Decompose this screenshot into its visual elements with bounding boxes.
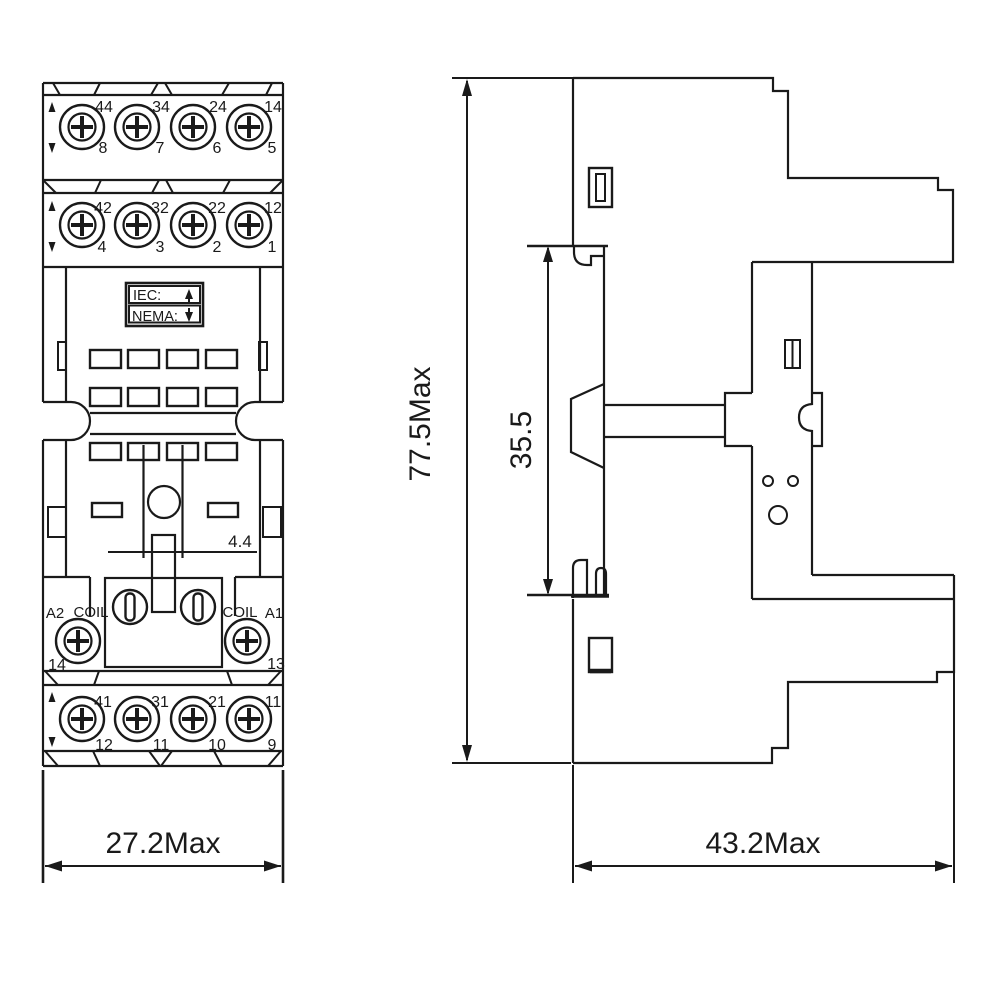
contact-label: 32 <box>151 200 169 217</box>
dim-label-front-width: 27.2Max <box>105 827 220 860</box>
coil-area-lines <box>43 575 283 616</box>
down-arrow-icon <box>48 737 56 747</box>
row-marker-arrows <box>48 102 56 747</box>
contact-label: 34 <box>152 99 170 116</box>
pin-label: 9 <box>268 737 277 754</box>
center-opening <box>103 576 224 669</box>
dim-label-rail-channel: 35.5 <box>505 411 538 469</box>
slot-dimension-label: 4.4 <box>228 532 252 551</box>
slot-screw <box>179 588 217 626</box>
mounting-hole <box>768 505 788 525</box>
standard-label-nema: NEMA: <box>132 309 178 325</box>
waist-channel <box>90 411 236 436</box>
latch-window-top <box>587 166 614 209</box>
contact-label: 42 <box>94 200 112 217</box>
slider-notch <box>797 393 814 446</box>
coil-pin-label: 13 <box>267 656 285 673</box>
dim-overall-height: 77.5Max <box>404 77 573 764</box>
coil-label: COIL <box>222 604 257 621</box>
standard-label-iec: IEC: <box>133 288 161 304</box>
pin-label: 2 <box>213 239 222 256</box>
contact-label: 22 <box>208 200 226 217</box>
pin-label: 10 <box>208 737 226 754</box>
wall-window <box>47 506 67 538</box>
dim-front-width: 27.2Max <box>41 770 285 883</box>
ejector-tab <box>150 533 177 614</box>
rail-top-hook <box>572 247 604 267</box>
pin-label: 4 <box>98 239 107 256</box>
slot-guide-lines <box>142 445 184 558</box>
pin-label: 12 <box>95 737 113 754</box>
base-shelf <box>752 573 954 601</box>
front-outline <box>41 81 285 768</box>
front-separators <box>43 93 283 753</box>
pilot-hole <box>762 475 774 487</box>
wall-window <box>258 341 268 371</box>
up-arrow-icon <box>48 201 56 211</box>
contact-label: 24 <box>209 99 227 116</box>
rail-release-clip <box>569 382 605 469</box>
waist-notch-right <box>234 400 283 442</box>
down-arrow-icon <box>48 143 56 153</box>
contact-label: 11 <box>265 694 282 711</box>
clip-pin-bar <box>604 403 725 439</box>
standards-box <box>124 281 205 328</box>
latch-window-bottom <box>587 636 614 674</box>
column-edges <box>750 262 814 599</box>
contact-label: 44 <box>95 99 113 116</box>
nema-down-arrow-icon <box>185 312 193 322</box>
pin-label: 5 <box>268 140 277 157</box>
center-hole <box>146 484 182 520</box>
pin-label: 11 <box>153 737 170 754</box>
coil-terminal-a1: A1 <box>265 605 283 622</box>
coil-terminal-a2: A2 <box>46 605 64 622</box>
contact-label: 21 <box>208 694 226 711</box>
side-bottom-staircase <box>573 575 956 765</box>
coil-pin-label: 14 <box>48 657 66 674</box>
dim-rail-channel: 35.5 <box>505 244 609 597</box>
side-top-outline <box>573 76 955 264</box>
contact-label: 41 <box>94 694 112 711</box>
dim-side-width: 43.2Max <box>572 575 955 883</box>
waist-notch-left <box>43 400 92 442</box>
slider-block <box>723 391 824 448</box>
dim-label-side-width: 43.2Max <box>705 827 820 860</box>
front-band-tabs <box>42 82 284 767</box>
coil-label: COIL <box>73 604 108 621</box>
side-slot-detail <box>784 339 801 369</box>
contact-label: 31 <box>151 694 169 711</box>
pin-label: 3 <box>156 239 165 256</box>
dimensions: 27.2Max 77.5Max 35.5 43.2Max <box>41 77 955 883</box>
pin-label: 8 <box>99 140 108 157</box>
pin-label: 7 <box>156 140 165 157</box>
pin-label: 1 <box>268 239 277 256</box>
side-view <box>569 76 956 765</box>
wall-window <box>262 506 282 538</box>
wall-window <box>57 341 67 371</box>
pilot-hole <box>787 475 799 487</box>
dim-label-overall-height: 77.5Max <box>404 366 437 481</box>
iec-up-arrow-icon <box>185 289 193 299</box>
down-arrow-icon <box>48 242 56 252</box>
contact-label: 12 <box>264 200 282 217</box>
up-arrow-icon <box>48 692 56 702</box>
slot-screw <box>111 588 149 626</box>
contact-label: 14 <box>264 99 282 116</box>
front-view: 44 34 24 14 8 7 6 5 42 32 22 12 4 3 2 1 … <box>41 81 285 768</box>
pin-label: 6 <box>213 140 222 157</box>
up-arrow-icon <box>48 102 56 112</box>
